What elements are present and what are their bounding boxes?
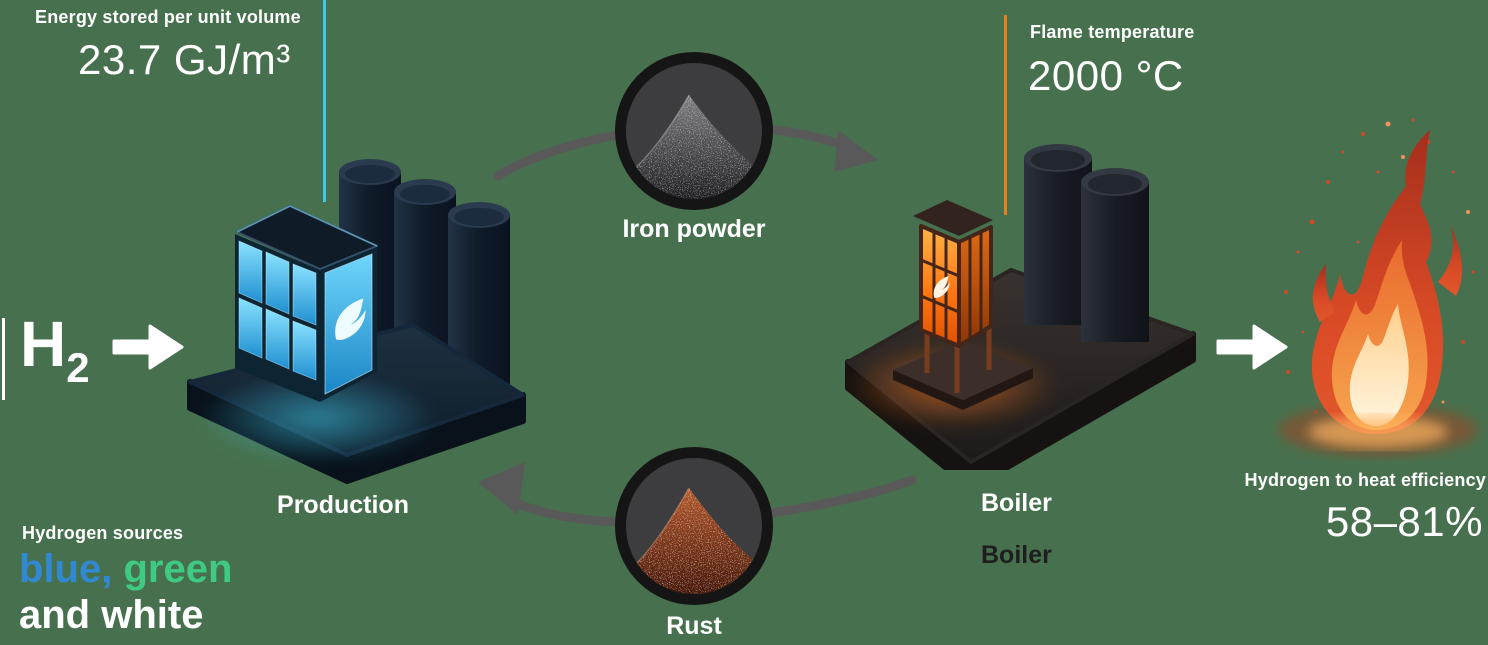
leaf-logo-icon — [335, 298, 366, 340]
iron-powder-image — [626, 94, 762, 199]
iron-powder-label: Iron powder — [622, 215, 766, 243]
hydrogen-source-green: green — [112, 547, 233, 591]
hydrogen-source-white: and white — [19, 593, 204, 637]
h2-symbol: H — [20, 308, 67, 380]
h2-input-label: H2 — [20, 312, 90, 389]
hydrogen-sources-words: blue, green and white — [19, 546, 232, 638]
efficiency-label: Hydrogen to heat efficiency — [1244, 470, 1486, 490]
h2-accent-line — [2, 318, 5, 400]
energy-stat-value: 23.7 GJ/m³ — [78, 36, 291, 83]
production-platform — [187, 323, 526, 484]
leaf-logo-icon — [933, 276, 950, 298]
flame-temp-accent-line — [1004, 15, 1007, 215]
hydrogen-sources-label: Hydrogen sources — [22, 523, 184, 543]
hydrogen-source-blue: blue, — [19, 547, 113, 591]
flame-temp-value: 2000 °C — [1028, 52, 1184, 99]
h2-subscript: 2 — [66, 344, 90, 391]
boiler-label-shadow: Boiler — [981, 541, 1052, 569]
h2-arrow-icon — [112, 324, 184, 370]
boiler-tower — [893, 200, 1033, 410]
rust-label: Rust — [666, 612, 722, 640]
rust-image — [626, 487, 762, 594]
efficiency-value: 58–81% — [1325, 498, 1483, 545]
iron-powder-badge — [615, 52, 773, 210]
boiler-illustration — [845, 144, 1196, 470]
production-illustration — [187, 159, 526, 484]
production-building — [235, 205, 378, 402]
flame-illustration — [1278, 118, 1478, 456]
cycle-arrow-top-head — [834, 130, 878, 172]
rust-badge — [615, 447, 773, 605]
cycle-arrow-bottom-head — [478, 462, 525, 515]
boiler-tanks — [1024, 144, 1149, 342]
boiler-label: Boiler — [981, 489, 1052, 517]
energy-stat-label: Energy stored per unit volume — [35, 7, 301, 27]
flame-body — [1311, 130, 1463, 434]
flame-arrow-icon — [1216, 324, 1288, 370]
flame-temp-label: Flame temperature — [1030, 22, 1195, 42]
energy-accent-line — [323, 0, 326, 202]
production-label: Production — [277, 491, 409, 519]
